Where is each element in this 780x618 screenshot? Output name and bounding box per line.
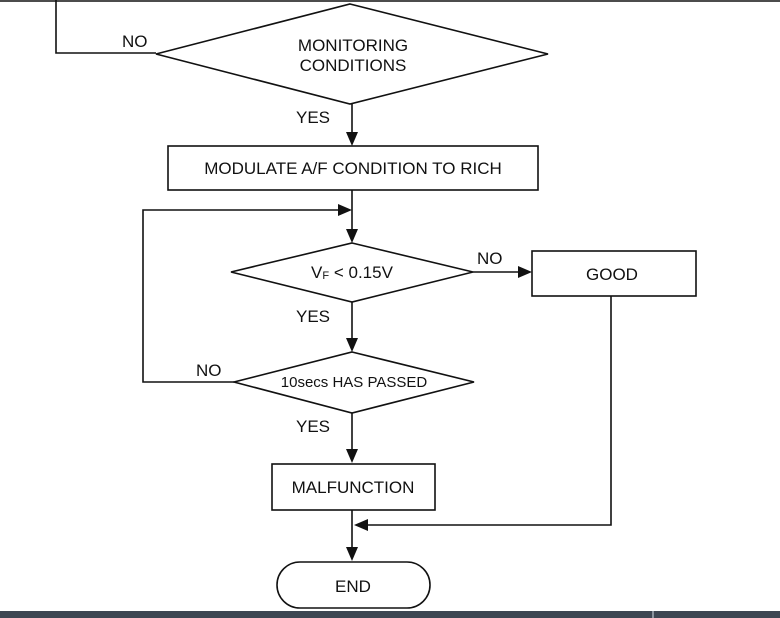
bottom-bar-divider xyxy=(652,611,654,618)
malfunction-box xyxy=(271,463,436,511)
vf-rest: < 0.15V xyxy=(329,263,393,282)
monitoring-conditions-diamond xyxy=(155,3,549,105)
ten-secs-label: 10secs HAS PASSED xyxy=(281,374,428,391)
vf-no-label: NO xyxy=(477,249,503,268)
vf-yes-label: YES xyxy=(296,307,330,326)
vf-check-label: VF < 0.15V xyxy=(311,263,394,282)
monitoring-yes-label: YES xyxy=(296,108,330,127)
end-terminator xyxy=(276,561,431,609)
monitoring-label-line1: MONITORING xyxy=(298,36,408,55)
ten-secs-yes-label: YES xyxy=(296,417,330,436)
ten-secs-no-loop-arrow xyxy=(338,204,352,216)
ten-secs-no-label: NO xyxy=(196,361,222,380)
monitoring-no-connector xyxy=(55,0,156,54)
end-label: END xyxy=(335,577,371,596)
vf-var: V xyxy=(311,263,323,282)
ten-secs-to-malfunction-arrow xyxy=(346,449,358,463)
monitoring-no-label: NO xyxy=(122,32,148,51)
bottom-bar xyxy=(0,611,780,618)
vf-subscript: F xyxy=(322,270,329,282)
good-label: GOOD xyxy=(586,265,638,284)
modulate-af-box xyxy=(167,145,539,191)
malfunction-to-end-arrow xyxy=(346,547,358,561)
malfunction-label: MALFUNCTION xyxy=(292,478,415,497)
vf-to-good-arrow xyxy=(518,266,532,278)
ten-secs-no-loop-line xyxy=(142,209,340,383)
monitoring-to-modulate-arrow xyxy=(346,132,358,146)
vf-to-ten-secs-arrow xyxy=(346,338,358,352)
good-box xyxy=(531,250,697,297)
modulate-to-vf-arrow xyxy=(346,229,358,243)
monitoring-label-line2: CONDITIONS xyxy=(300,56,407,75)
modulate-af-label: MODULATE A/F CONDITION TO RICH xyxy=(204,159,502,178)
good-to-merge-line xyxy=(366,296,612,526)
good-to-merge-arrow xyxy=(354,519,368,531)
